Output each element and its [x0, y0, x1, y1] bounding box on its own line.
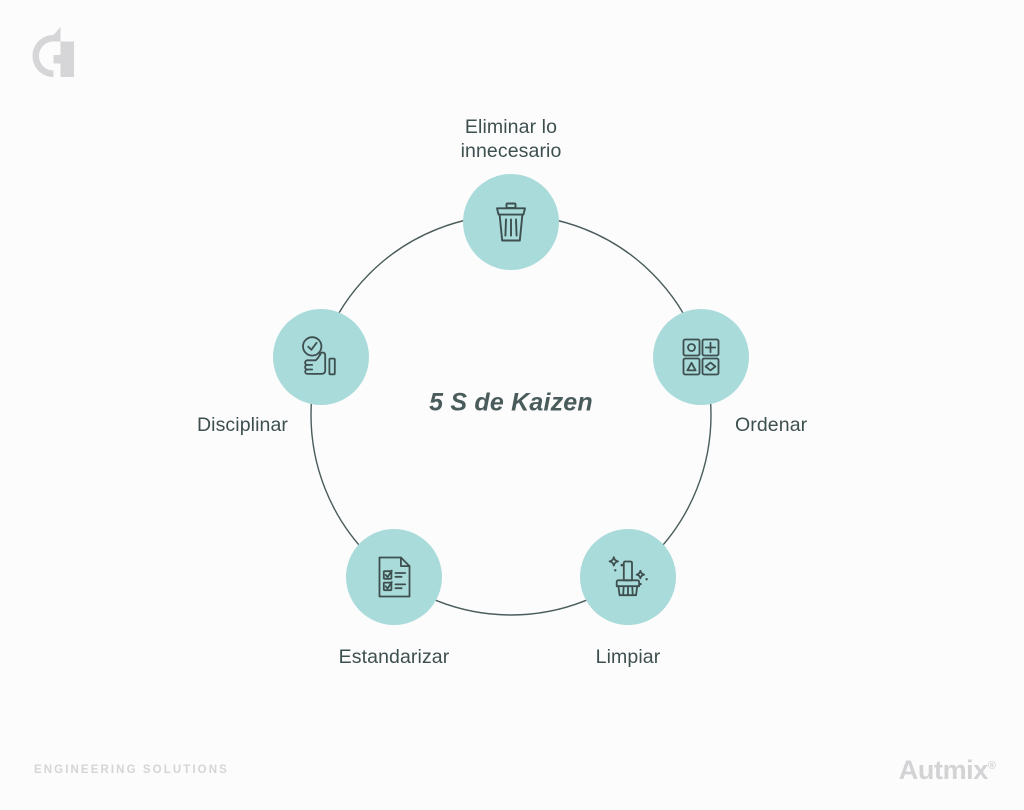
- brush-sparkle-icon: [602, 551, 654, 603]
- node-label-ordenar: Ordenar: [735, 414, 808, 436]
- thumbs-up-check-icon: [295, 331, 347, 383]
- node-estandarizar[interactable]: [346, 529, 442, 625]
- grid-shapes-icon: [675, 331, 727, 383]
- node-eliminar[interactable]: [463, 174, 559, 270]
- trash-icon: [485, 196, 537, 248]
- footer-wordmark: Autmix®: [899, 755, 996, 786]
- node-ordenar[interactable]: [653, 309, 749, 405]
- footer-tagline: ENGINEERING SOLUTIONS: [34, 764, 229, 776]
- node-label-disciplinar: Disciplinar: [196, 414, 288, 436]
- footer-wordmark-text: Autmix: [898, 755, 989, 785]
- checklist-document-icon: [368, 551, 420, 603]
- node-label-estandarizar: Estandarizar: [338, 646, 450, 668]
- registered-mark-icon: ®: [987, 760, 996, 772]
- node-label-limpiar: Limpiar: [595, 646, 661, 668]
- node-disciplinar[interactable]: [273, 309, 369, 405]
- node-limpiar[interactable]: [580, 529, 676, 625]
- autmix-logo-icon: [30, 27, 76, 77]
- diagram-center-title: 5 S de Kaizen: [429, 388, 593, 417]
- node-label-eliminar: Eliminar lo innecesario: [460, 116, 562, 162]
